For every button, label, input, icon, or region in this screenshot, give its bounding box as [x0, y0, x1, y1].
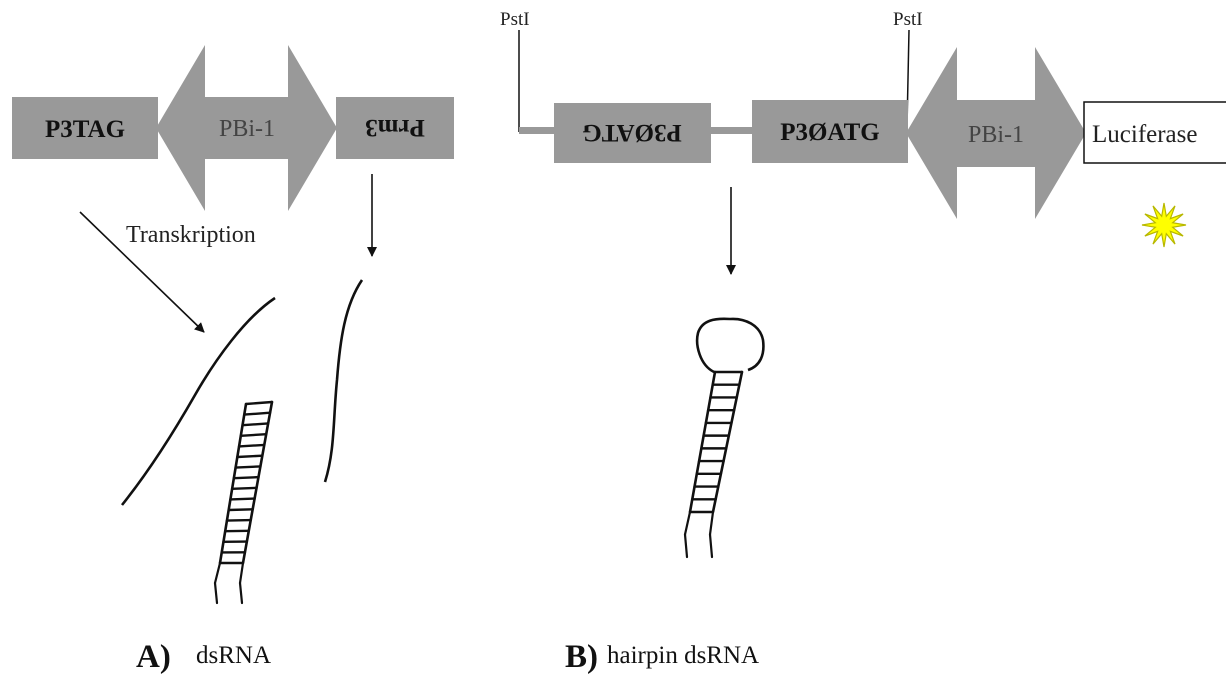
p3oatg-forward-label: P3ØATG [780, 119, 880, 146]
p3oatg-forward-box [752, 100, 908, 163]
caption-letter-a: A) [136, 639, 171, 675]
pbi1-promoter-a [156, 45, 337, 211]
star-icon [1141, 202, 1187, 248]
p3tag-label: P3TAG [45, 116, 125, 143]
transcription-label: Transkription [126, 222, 256, 248]
backbone-middle [710, 127, 754, 134]
prm3-label: Prm3 [365, 114, 425, 141]
pbi1-label-a: PBi-1 [219, 116, 275, 142]
ladder-icon [683, 370, 744, 559]
pbi1-label-b: PBi-1 [968, 122, 1024, 148]
psti-site-left-label: PstI [500, 9, 530, 30]
prm3-box [336, 97, 454, 159]
rna-strand-left [120, 296, 276, 506]
caption-letter-b: B) [565, 639, 598, 675]
p3tag-box [12, 97, 158, 159]
p3oatg-inverted-box [554, 103, 711, 163]
backbone-left [519, 127, 555, 134]
panel-a: P3TAG PBi-1 Prm3 Transkription A) dsRNA [12, 45, 454, 675]
hairpin-icon [695, 317, 765, 374]
ladder-icon [213, 400, 274, 605]
luciferase-box [1083, 101, 1226, 164]
psti-site-right-label: PstI [893, 9, 923, 30]
p3oatg-inverted-label: P3ØATG [582, 119, 682, 146]
caption-text-b: hairpin dsRNA [607, 642, 759, 669]
caption-text-a: dsRNA [196, 642, 271, 669]
luciferase-label: Luciferase [1092, 121, 1197, 148]
rna-strand-right [323, 279, 364, 483]
panel-b: PstI PstI P3ØATG P3ØATG PBi-1 Luciferase… [500, 9, 1226, 675]
arrow-diagonal-icon [79, 211, 205, 333]
pbi1-promoter-b [906, 47, 1086, 219]
